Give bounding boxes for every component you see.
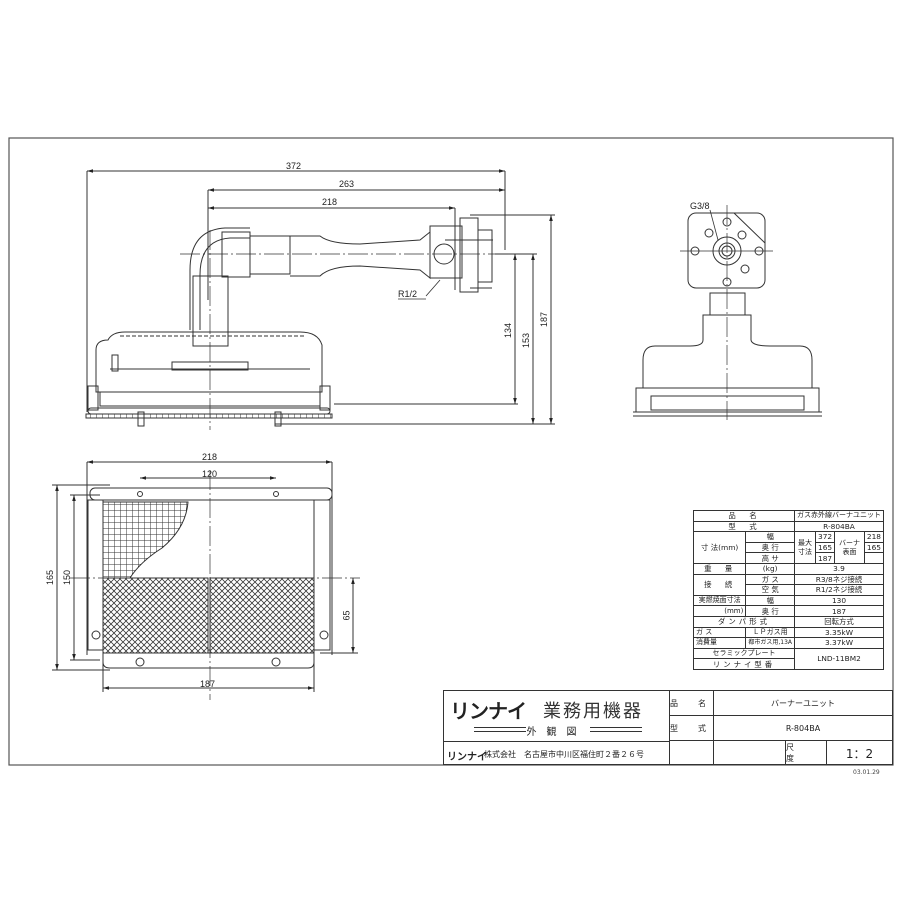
spec-effective-width-label: 幅 — [745, 594, 795, 607]
company-brand: リンナイ — [447, 752, 487, 763]
sheet-frame — [8, 137, 894, 766]
dim-inner-depth: 150 — [62, 569, 73, 586]
spec-consumption-label-1: ガ ス — [692, 626, 747, 639]
tb-empty-1 — [669, 741, 714, 765]
side-view — [633, 205, 822, 420]
double-rule-left — [474, 727, 526, 732]
dim-overall-length: 372 — [286, 161, 302, 171]
category-label: 業務用機器 — [543, 701, 643, 722]
tb-model-label: 型 式 — [669, 716, 714, 741]
dim-height-134: 134 — [503, 322, 514, 339]
tb-product-name-label: 品 名 — [669, 691, 714, 716]
company-row: リンナイ 株式会社 名古屋市中川区福住町２番２６号 — [444, 741, 669, 766]
spec-damper-type: 回転方式 — [794, 615, 884, 628]
spec-air-connection: R1/2ネジ接続 — [794, 584, 884, 596]
spec-connection-label: 接 続 — [692, 573, 747, 596]
spec-ceramic-label-1: セラミックプレート — [693, 647, 795, 660]
spec-empty-cell — [863, 552, 885, 564]
tb-model: R-804BA — [714, 716, 892, 741]
tb-scale-label: 尺 度 — [786, 741, 827, 765]
spec-weight-unit: (kg) — [745, 562, 795, 575]
spec-ceramic-label-2: リンナイ型番 — [693, 658, 795, 670]
spec-table: 品 名 ガス赤外線バーナユニット 型 式 R-804BA 寸 法(mm) 幅 最… — [692, 510, 885, 670]
dim-plate-depth: 65 — [341, 610, 352, 621]
spec-max-dims-label: 最大寸法 — [794, 531, 816, 564]
spec-effective-width: 130 — [794, 594, 884, 607]
dim-plate-width: 187 — [200, 679, 216, 689]
spec-product-name-label: 品 名 — [693, 510, 795, 522]
spec-weight: 3.9 — [794, 562, 884, 575]
tb-product-name: バーナーユニット — [714, 691, 892, 716]
spec-lp-gas-value: 3.35kW — [794, 626, 884, 639]
spec-lp-gas-label: ＬＰガス用 — [745, 626, 795, 639]
drawing-type-label: 外観図 — [526, 727, 587, 738]
bottom-view — [52, 460, 360, 700]
spec-max-depth: 165 — [814, 541, 836, 554]
spec-city-gas-label: 都市ガス用,13A — [745, 637, 795, 649]
tb-scale: 1：2 — [845, 746, 874, 761]
title-block: リンナイ 業務用機器 外観図 リンナイ 株式会社 名古屋市中川区福住町２番２６号… — [443, 690, 893, 765]
drawing-date: 03.01.29 — [853, 769, 880, 776]
spec-burner-surface-label: バーナ表面 — [834, 531, 865, 564]
spec-gas-connection: R3/8ネジ接続 — [794, 573, 884, 586]
spec-burner-width: 218 — [863, 531, 885, 543]
spec-weight-label: 重 量 — [692, 562, 747, 575]
title-block-brand-area: リンナイ 業務用機器 外観図 リンナイ 株式会社 名古屋市中川区福住町２番２６号 — [444, 691, 670, 764]
dim-overall-depth: 165 — [45, 569, 56, 586]
dim-screw-pitch: 120 — [202, 469, 218, 479]
dim-to-inlet: 263 — [339, 179, 355, 189]
spec-consumption-label-2: 消費量 — [692, 637, 747, 649]
double-rule-right — [590, 727, 642, 732]
company-address: 株式会社 名古屋市中川区福住町２番２６号 — [484, 750, 644, 759]
spec-city-gas-value: 3.37kW — [794, 637, 884, 649]
spec-effective-surface-label: 実燃焼面寸法 — [692, 594, 747, 607]
spec-damper-label: ダンパ形式 — [693, 615, 795, 628]
dim-height-187: 187 — [539, 311, 550, 328]
spec-air-label: 空 気 — [745, 584, 795, 596]
front-view — [85, 169, 555, 430]
spec-effective-depth-label: 奥 行 — [745, 605, 795, 617]
spec-effective-depth: 187 — [794, 605, 884, 617]
dim-to-air: 218 — [322, 197, 338, 207]
air-inlet-callout: R1/2 — [398, 289, 417, 299]
spec-dims-label: 寸 法(mm) — [692, 531, 747, 564]
spec-gas-label: ガ ス — [745, 573, 795, 586]
gas-inlet-callout: G3/8 — [690, 201, 710, 211]
spec-max-height: 187 — [814, 552, 836, 564]
spec-model: R-804BA — [794, 520, 884, 533]
spec-burner-depth: 165 — [863, 541, 885, 554]
dim-height-153: 153 — [521, 332, 532, 349]
spec-effective-surface-unit: (mm) — [692, 605, 747, 617]
spec-ceramic-model: LND-11BM2 — [794, 647, 884, 670]
brand-logo: リンナイ — [450, 699, 527, 723]
spec-height-label: 高 サ — [745, 552, 795, 564]
tb-empty-2 — [714, 741, 786, 765]
spec-depth-label: 奥 行 — [745, 541, 795, 554]
spec-product-name: ガス赤外線バーナユニット — [794, 510, 884, 522]
dim-overall-width: 218 — [202, 452, 218, 462]
spec-model-label: 型 式 — [693, 520, 795, 533]
spec-width-label: 幅 — [745, 531, 795, 543]
spec-max-width: 372 — [814, 531, 836, 543]
